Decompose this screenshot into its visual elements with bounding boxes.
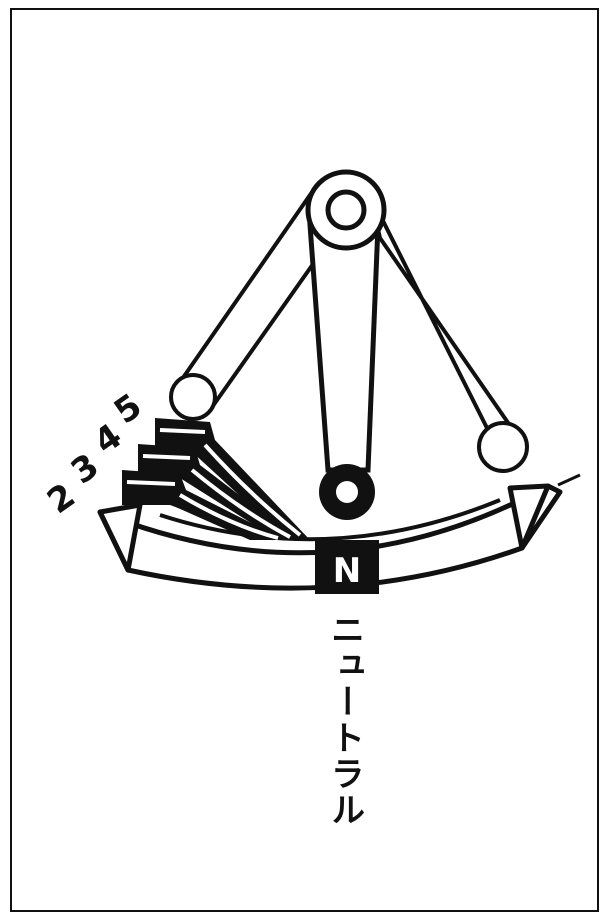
gear-label-2: 2 xyxy=(40,476,82,522)
gate-separators xyxy=(126,428,302,540)
shift-arc-track xyxy=(97,483,563,591)
neutral-block xyxy=(315,540,379,594)
diagram-frame xyxy=(10,8,599,912)
edge-tick xyxy=(557,473,581,487)
arc-inner-rim xyxy=(159,498,501,542)
right-pivot xyxy=(477,421,529,473)
lever-pivot-hole xyxy=(336,481,358,503)
gear-label-3: 3 xyxy=(64,446,106,492)
neutral-label: ニュートラル xyxy=(324,612,365,828)
neutral-marker: N xyxy=(333,551,361,591)
left-pivot xyxy=(169,373,217,421)
gear-label-5: 5 xyxy=(107,386,149,432)
shift-lever xyxy=(305,169,387,473)
